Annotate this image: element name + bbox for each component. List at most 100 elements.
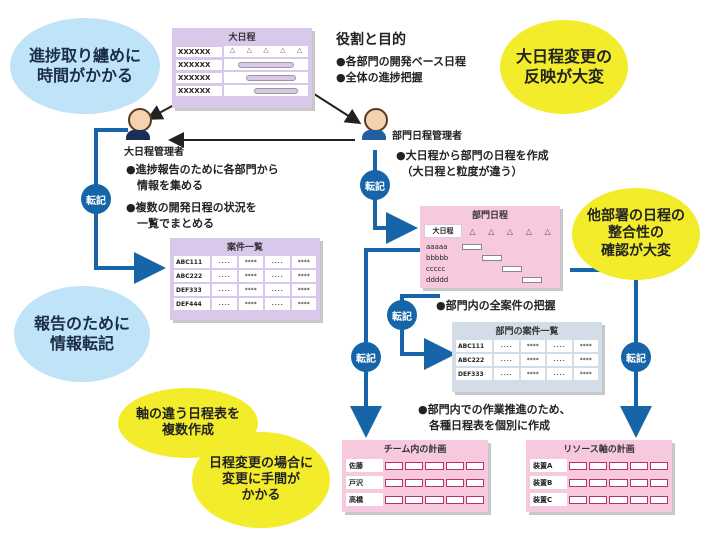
case-list-cell: **** (291, 256, 316, 268)
team-plan-cell (465, 478, 485, 487)
dept-schedule-row-label: ddddd (426, 275, 449, 284)
master-schedule-track: △△△△△ (224, 46, 308, 57)
resource-plan-cell (569, 478, 588, 487)
case-list-row: ABC222････****････**** (170, 269, 320, 283)
resource-plan-cell (569, 495, 588, 504)
team-plan-row: 戸沢 (342, 474, 488, 491)
progress-bubble: 進捗取り纏めに 時間がかかる (10, 18, 160, 114)
case-list-row-label: ABC222 (174, 270, 210, 282)
transfer-badge-team: 転記 (351, 342, 381, 372)
report-bubble-text: 報告のために 情報転記 (33, 314, 130, 353)
team-plan-row-label: 戸沢 (346, 476, 383, 489)
team-plan-row-label: 佐藤 (346, 459, 383, 472)
resource-plan-row: 装置B (526, 474, 672, 491)
resource-plan-row: 装置A (526, 457, 672, 474)
case-list-cell: **** (238, 256, 263, 268)
team-plan-cell (405, 495, 424, 504)
roles-item-2: ●全体の進捗把握 (336, 71, 423, 84)
team-plan-cell (385, 495, 404, 504)
effort-bubble-text: 日程変更の場合に 変更に手間が かかる (208, 455, 313, 504)
dept-case-list-row-label: ABC111 (456, 340, 492, 352)
case-list-cell: ････ (212, 298, 237, 310)
case-list-cell: **** (238, 270, 263, 282)
resource-plan-cell (609, 478, 628, 487)
case-list-title: 案件一覧 (226, 243, 263, 253)
case-list-cell: **** (291, 284, 316, 296)
case-list-cell: ････ (265, 284, 290, 296)
case-list-cell: ････ (265, 270, 290, 282)
team-plan-row-label: 高橋 (346, 493, 383, 506)
dept-schedule-row-label: bbbbb (426, 253, 449, 262)
case-list-row-label: ABC111 (174, 256, 210, 268)
dept-case-list-cell: **** (520, 340, 545, 352)
multi-bubble: 軸の違う日程表を 複数作成 (118, 388, 258, 458)
dept-schedule-row-label: ccccc (426, 264, 446, 273)
master-schedule-row: XXXXXX (172, 58, 312, 71)
resource-plan-cell (589, 495, 608, 504)
team-plan-cell (405, 461, 424, 470)
dept-schedule-track (462, 274, 554, 285)
resource-plan-title: リソース軸の計画 (563, 445, 635, 455)
dept-schedule-track (462, 263, 554, 274)
resource-plan-row-label: 装置C (530, 493, 567, 506)
top-manager-item-2: ●複数の開発日程の状況を 一覧でまとめる (126, 201, 257, 230)
resource-plan-cell (629, 461, 648, 470)
transfer-badge-case: 転記 (387, 300, 417, 330)
resource-plan-row: 装置C (526, 491, 672, 508)
master-schedule-title: 大日程 (228, 33, 256, 43)
dept-schedule-bar (522, 277, 542, 283)
dept-case-list-row: ABC111････****････**** (452, 339, 602, 353)
master-schedule-mark: △ (246, 46, 252, 54)
team-plan-cell (445, 478, 464, 487)
blue-path-team (350, 248, 420, 438)
resource-plan-cell (649, 495, 669, 504)
master-schedule-row: XXXXXX (172, 84, 312, 97)
dept-schedule-row-label: aaaaa (426, 242, 448, 251)
team-plan-cell (425, 478, 444, 487)
resource-plan-cell (609, 461, 628, 470)
consistency-bubble-text: 他部署の日程の 整合性の 確認が大変 (587, 207, 685, 259)
case-list-cell: ････ (265, 298, 290, 310)
dept-schedule-mark: △ (469, 226, 476, 236)
top-manager-avatar-icon (126, 108, 152, 142)
progress-bubble-text: 進捗取り纏めに 時間がかかる (28, 46, 141, 85)
master-schedule-mark: △ (229, 46, 236, 54)
roles-title: 役割と目的 (336, 32, 406, 48)
effort-bubble: 日程変更の場合に 変更に手間が かかる (192, 432, 330, 528)
master-schedule-bar (238, 62, 294, 68)
dept-case-list-cell: **** (520, 354, 545, 366)
case-list-cell: **** (291, 270, 316, 282)
dept-all-cases-text: ●部門内の全案件の把握 (436, 299, 556, 312)
dept-case-list-row-label: ABC222 (456, 354, 492, 366)
dept-manager-label: 部門日程管理者 (392, 131, 462, 142)
change-bubble: 大日程変更の 反映が大変 (500, 20, 628, 114)
case-list-row-label: DEF444 (174, 298, 210, 310)
dept-case-list-cell: **** (573, 368, 598, 380)
transfer-badge-dept: 転記 (360, 170, 390, 200)
resource-plan-cell (649, 478, 669, 487)
dept-case-list-cell: **** (520, 368, 545, 380)
team-plan-title: チーム内の計画 (383, 445, 447, 455)
report-bubble: 報告のために 情報転記 (14, 286, 150, 382)
dept-case-list-cell: ････ (494, 340, 519, 352)
master-schedule-mark: △ (263, 46, 269, 54)
dept-schedule-track (462, 241, 554, 252)
case-list-row: DEF333････****････**** (170, 283, 320, 297)
case-list-row-label: DEF333 (174, 284, 210, 296)
dept-work-text: ●部門内での作業推進のため、 各種日程表を個別に作成 (418, 403, 571, 432)
dept-case-list-cell: ････ (494, 368, 519, 380)
dept-case-list-row-label: DEF333 (456, 368, 492, 380)
team-plan-cell (425, 495, 444, 504)
dept-case-list-row: ABC222････****････**** (452, 353, 602, 367)
case-list-cell: ････ (212, 270, 237, 282)
dept-case-list-cell: **** (573, 340, 598, 352)
consistency-bubble: 他部署の日程の 整合性の 確認が大変 (572, 188, 700, 280)
dept-schedule-bar (462, 244, 482, 250)
dept-case-list-cell: ････ (494, 354, 519, 366)
team-plan-cell (445, 461, 464, 470)
master-schedule-row-label: XXXXXX (176, 59, 222, 70)
dept-schedule-bar (502, 266, 522, 272)
